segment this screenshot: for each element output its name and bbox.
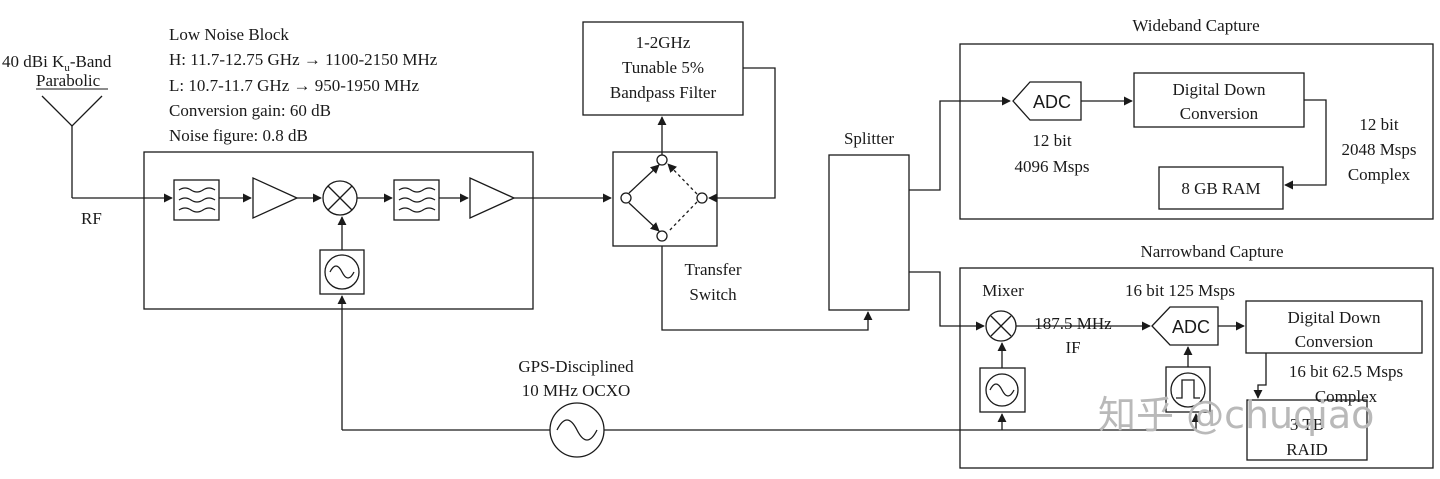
raid-box <box>1246 399 1368 461</box>
narrowband-out-2: Complex <box>1315 387 1378 406</box>
narrowband-adc-label: ADC <box>1172 317 1210 337</box>
narrowband-adc-spec: 16 bit 125 Msps <box>1125 281 1235 300</box>
filter-1-icon <box>173 179 220 221</box>
wideband-adc-rate: 4096 Msps <box>1014 157 1089 176</box>
bpf-line1: 1-2GHz <box>636 33 691 52</box>
if-frequency: 187.5 MHz <box>1034 314 1112 333</box>
antenna-type-label: Parabolic <box>36 71 101 90</box>
gps-label-2: 10 MHz OCXO <box>522 381 631 400</box>
narrowband-title: Narrowband Capture <box>1140 242 1283 261</box>
gps-oscillator-icon <box>549 402 605 458</box>
narrowband-capture-box <box>959 267 1434 469</box>
splitter-label: Splitter <box>844 129 894 148</box>
narrowband-ddc-label-2: Conversion <box>1295 332 1374 351</box>
bandpass-filter-box <box>582 21 744 116</box>
lnb-box <box>143 151 534 310</box>
wideband-adc-bits: 12 bit <box>1032 131 1071 150</box>
bpf-line2: Tunable 5% <box>622 58 704 77</box>
lnb-mixer-icon <box>322 180 358 216</box>
wideband-out-2: 2048 Msps <box>1341 140 1416 159</box>
wideband-ddc-label-1: Digital Down <box>1172 80 1266 99</box>
narrowband-ddc-label-1: Digital Down <box>1287 308 1381 327</box>
wideband-out-3: Complex <box>1348 165 1411 184</box>
ram-label: 8 GB RAM <box>1181 179 1260 198</box>
lnb-gain: Conversion gain: 60 dB <box>169 101 331 120</box>
amplifier-2-icon <box>469 176 516 220</box>
transfer-switch-label-1: Transfer <box>685 260 742 279</box>
wideband-out-1: 12 bit <box>1359 115 1398 134</box>
amplifier-1-icon <box>252 176 299 220</box>
watermark: 知乎 @chuqiao <box>1098 393 1374 437</box>
lnb-h-band: H: 11.7-12.75 GHz → 1100-2150 MHz <box>169 50 438 69</box>
narrowband-oscillator-icon <box>979 367 1026 413</box>
rf-label: RF <box>81 209 102 228</box>
wideband-adc-label: ADC <box>1033 92 1071 112</box>
wideband-title: Wideband Capture <box>1132 16 1259 35</box>
lnb-title: Low Noise Block <box>169 25 289 44</box>
if-label: IF <box>1065 338 1080 357</box>
raid-label-1: 3 TB <box>1290 415 1324 434</box>
transfer-switch-label-2: Switch <box>689 285 737 304</box>
narrowband-mixer-icon <box>985 310 1017 342</box>
ram-box <box>1158 166 1284 210</box>
bpf-line3: Bandpass Filter <box>610 83 717 102</box>
wideband-ddc-label-2: Conversion <box>1180 104 1259 123</box>
raid-label-2: RAID <box>1286 440 1328 459</box>
narrowband-mixer-label: Mixer <box>982 281 1024 300</box>
transfer-switch-icon <box>620 154 708 242</box>
gps-label-1: GPS-Disciplined <box>518 357 634 376</box>
narrowband-out-1: 16 bit 62.5 Msps <box>1289 362 1403 381</box>
antenna-label: 40 dBi Ku-Band <box>2 52 112 74</box>
wideband-capture-box <box>959 43 1434 220</box>
lnb-oscillator-icon <box>319 249 365 295</box>
lnb-noise: Noise figure: 0.8 dB <box>169 126 308 145</box>
antenna-icon <box>41 95 103 198</box>
narrowband-ddc-box <box>1245 300 1423 354</box>
lnb-l-band: L: 10.7-11.7 GHz → 950-1950 MHz <box>169 76 420 95</box>
splitter-box <box>828 154 910 311</box>
filter-2-icon <box>393 179 440 221</box>
